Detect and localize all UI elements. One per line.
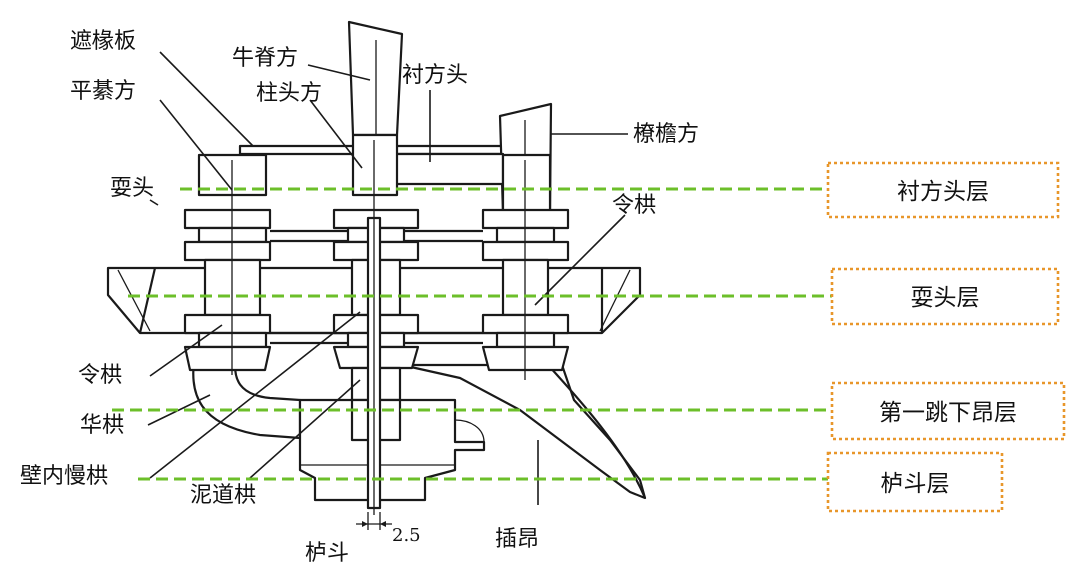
center-bracket-column [332,133,420,515]
label-chaang: 插昂 [495,527,539,552]
layer-box-xiaang: 第一跳下昂层 [830,381,1066,441]
chenfangtou-block [393,152,505,186]
label-dimension: 2.5 [392,525,421,546]
layer-guides [112,187,832,481]
bracket-drawing [106,20,647,530]
ludou-base [298,398,486,502]
part-labels: 遮椽板 平綦方 牛脊方 柱头方 衬方头 橑檐方 耍头 令栱 令栱 华栱 壁内慢栱… [20,29,699,566]
label-bineimangong: 壁内慢栱 [20,464,108,489]
layer-label-xiaang: 第一跳下昂层 [879,400,1017,426]
label-chenfangtou: 衬方头 [402,63,468,88]
label-zhutoufang: 柱头方 [256,81,322,106]
label-linggong-left: 令栱 [78,363,122,388]
layer-label-chenfangtou: 衬方头层 [897,179,989,205]
label-huagong: 华栱 [80,413,124,438]
label-niujifang: 牛脊方 [232,46,298,71]
huagong-arm [192,353,302,440]
label-zheyuanban: 遮椽板 [70,29,136,54]
dimension-marker [356,512,392,530]
label-linggong-right: 令栱 [612,193,656,218]
layer-label-ludou: 栌斗层 [881,471,950,497]
label-shuatou: 耍头 [110,176,154,201]
layer-label-shuatou: 耍头层 [911,285,980,311]
layer-box-chenfangtou: 衬方头层 [826,161,1060,219]
right-bracket-column [481,153,570,380]
chaang-member [400,363,647,500]
label-liaoyanfang: 橑檐方 [633,122,699,147]
label-ludou: 栌斗 [305,541,349,566]
layer-box-ludou: 栌斗层 [826,451,1004,513]
layer-box-shuatou: 耍头层 [830,267,1060,326]
layer-labels: 衬方头层 耍头层 第一跳下昂层 栌斗层 [826,161,1066,513]
label-nidaogong: 泥道栱 [190,483,256,508]
leader-lines [147,51,628,505]
label-pingqifang: 平綦方 [70,79,136,104]
